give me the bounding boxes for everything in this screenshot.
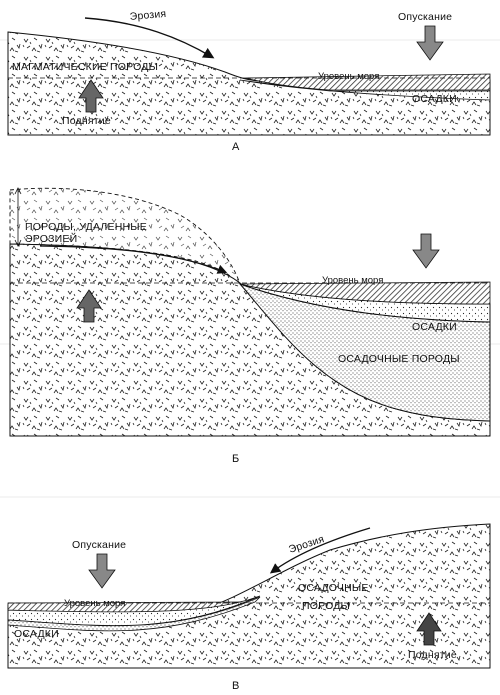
panel-b-uplift-arrow: [76, 289, 102, 323]
panel-c-sea-level-label: Уровень моря: [64, 598, 125, 609]
panel-c-uplift-label: Поднятие: [408, 649, 457, 661]
panel-b-sea-level-label: Уровень моря: [322, 275, 383, 286]
panel-a-erosion-label: Эрозия: [129, 8, 167, 23]
panel-a-letter: А: [232, 141, 240, 153]
panel-a-uplift-arrow: [78, 79, 104, 113]
panel-a-sediments: [239, 79, 491, 101]
panel-a-erosion-arrow: [84, 17, 215, 59]
panel-c-sedimentary-label-line1: ОСАДОЧНЫЕ: [298, 582, 369, 594]
panel-c-sea: [7, 601, 241, 613]
panel-c-erosion-arrow: [269, 527, 371, 574]
panel-a-subsidence-arrow: [416, 25, 444, 61]
panel-b-eroded-label-line1: ПОРОДЫ, УДАЛЕННЫЕ: [25, 221, 147, 233]
panel-b-subsidence-arrow: [412, 233, 440, 269]
panel-b-sea: [239, 281, 491, 305]
panel-c-subsidence-arrow: [88, 553, 116, 589]
panel-c-subsidence-label: Опускание: [72, 539, 126, 551]
panel-a-uplift-label: Поднятие: [62, 115, 111, 127]
panel-a: Эрозия Опускание Поднятие МАГМАТИЧЕСКИЕ …: [7, 8, 491, 153]
panel-c-letter: В: [232, 680, 239, 692]
panel-c: Эрозия Опускание Поднятие ОСАДОЧНЫЕ ПОРО…: [7, 523, 491, 692]
panel-b-letter: Б: [232, 453, 239, 465]
panel-a-igneous-label: МАГМАТИЧЕСКИЕ ПОРОДЫ: [12, 61, 158, 73]
panel-b-eroded-label-line2: ЭРОЗИЕЙ: [25, 232, 77, 245]
panel-a-sediments-label: ОСАДКИ: [412, 93, 457, 105]
panel-c-sedimentary-label-line2: ПОРОДЫ: [302, 600, 350, 612]
panel-b-sediments-label: ОСАДКИ: [412, 321, 457, 333]
panel-b-erosion-arrow: [39, 245, 228, 274]
panel-c-igneous-rocks: [7, 523, 491, 669]
panel-c-sediments: [7, 596, 261, 632]
panel-b: ПОРОДЫ, УДАЛЕННЫЕ ЭРОЗИЕЙ Уровень моря О…: [9, 187, 491, 465]
panel-b-sedimentary-label: ОСАДОЧНЫЕ ПОРОДЫ: [338, 353, 460, 365]
panel-a-subsidence-label: Опускание: [398, 11, 452, 23]
panel-a-sea-level-label: Уровень моря: [318, 71, 379, 82]
panel-c-sediments-label: ОСАДКИ: [14, 628, 59, 640]
panel-c-uplift-arrow: [416, 612, 442, 646]
